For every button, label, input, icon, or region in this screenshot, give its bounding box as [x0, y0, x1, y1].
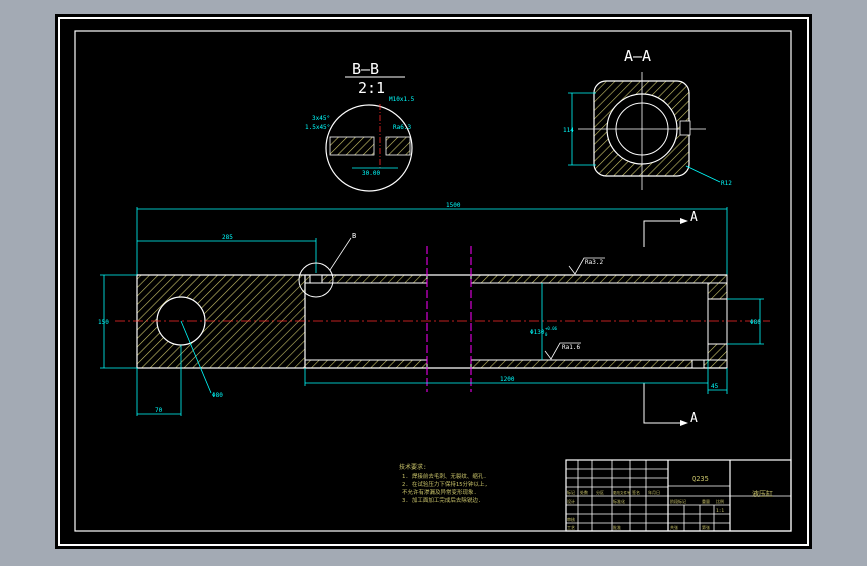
detail-port-b — [309, 274, 323, 284]
section-aa-title: A—A — [624, 47, 651, 65]
outer-border — [58, 17, 809, 546]
section-bb-scale: 2:1 — [358, 79, 385, 97]
title-block-frame — [565, 459, 792, 532]
ra-bottom: Ra1.6 — [562, 344, 580, 351]
dim-bore: Φ130 — [530, 329, 545, 336]
dim-end-length: 45 — [711, 383, 719, 390]
detail-circle-b — [298, 262, 334, 298]
section-bb-dim-width: 30.00 — [362, 170, 380, 177]
title-cell: 审核 — [567, 516, 575, 522]
section-bb-hatch-left — [329, 136, 375, 156]
title-cell: 年月日 — [648, 489, 660, 495]
tube-wall-bottom-left — [304, 359, 428, 369]
title-cell: 共张 — [670, 524, 678, 530]
title-cell: 签名 — [632, 489, 640, 495]
title-part-name: 液压缸 — [752, 489, 773, 498]
dim-hole-dia: Φ80 — [212, 392, 223, 399]
title-cell: 比例 — [716, 498, 724, 504]
title-cell: 设计 — [567, 498, 575, 504]
section-bb-dim-ra: Ra6.3 — [393, 124, 411, 131]
section-aa: A—A 114 R12 — [563, 47, 732, 190]
dim-bore-tol-low: 0 — [545, 332, 548, 337]
ra-top: Ra3.2 — [585, 259, 603, 266]
dim-bore-tol: +0.06 — [545, 326, 558, 331]
section-aa-dim-height: 114 — [563, 127, 574, 134]
main-view: 1500 285 A A B — [98, 202, 770, 426]
section-arrowhead-bottom — [680, 420, 688, 426]
section-aa-dim-radius: R12 — [721, 180, 732, 187]
tube-wall-top-right — [470, 274, 728, 284]
dim-detail-position: 285 — [222, 234, 233, 241]
section-arrow-top — [643, 220, 680, 247]
dim-hole-leader — [180, 320, 212, 394]
title-cell: 第张 — [702, 524, 710, 530]
title-cell: 处数 — [580, 489, 588, 495]
section-arrowhead-top — [680, 218, 688, 224]
title-cell: 标记 — [567, 489, 575, 495]
section-aa-port — [679, 120, 691, 136]
section-bb-detail-circle — [325, 104, 413, 192]
inner-frame — [74, 30, 792, 532]
title-cell: 分区 — [596, 489, 604, 495]
ra-symbol-top — [568, 257, 605, 275]
detail-leader-b — [329, 237, 352, 271]
title-cell: 阶段标记 — [670, 498, 686, 504]
detail-port-right — [691, 359, 705, 369]
title-cell: 批准 — [613, 524, 621, 530]
dim-right-dia: Φ80 — [750, 319, 761, 326]
title-scale: 1:1 — [716, 508, 724, 514]
detail-marker-b: B — [352, 232, 356, 240]
notes-heading: 技术要求: — [399, 463, 427, 471]
section-aa-leader — [685, 165, 721, 183]
technical-notes: 技术要求: 1. 焊接前去毛刺、无裂纹、缩孔. 2. 在试验压力下保持15分钟以… — [399, 463, 488, 504]
dim-bore-length: 1200 — [500, 376, 515, 383]
dim-overall-length: 1500 — [446, 202, 461, 209]
tube-wall-bottom-right — [470, 359, 728, 369]
section-bb-dim-chamfer2: 1.5x45° — [305, 124, 330, 131]
section-bb: B—B 2:1 M10x1.5 3x45° 1.5x45° Ra6.3 30.0… — [305, 60, 415, 192]
title-cell: 工艺 — [567, 525, 575, 530]
notes-item: 不允许有渗漏及异常变形现象. — [402, 488, 477, 496]
section-marker-top: A — [690, 210, 698, 225]
notes-item: 1. 焊接前去毛刺、无裂纹、缩孔. — [402, 472, 487, 480]
section-bb-dim-chamfer1: 3x45° — [312, 115, 330, 122]
ra-symbol-bottom — [544, 342, 581, 360]
dim-hole-offset: 70 — [155, 407, 163, 414]
section-bb-hatch-right — [385, 136, 411, 156]
section-marker-bottom: A — [690, 411, 698, 426]
dim-height: 150 — [98, 319, 109, 326]
title-cell: 重量 — [702, 498, 710, 504]
title-material: Q235 — [692, 475, 709, 483]
notes-item: 2. 在试验压力下保持15分钟以上, — [402, 480, 488, 488]
tube-end-recess — [707, 298, 728, 345]
tube-wall-top-left — [304, 274, 428, 284]
section-arrow-bottom — [643, 383, 680, 424]
title-cell: 标准化 — [613, 498, 625, 504]
section-bb-dim-thread: M10x1.5 — [389, 96, 415, 103]
title-block-text: Q235 液压缸 标记 处数 分区 更改文件号 签名 年月日 设计 标准化 审核… — [567, 475, 773, 530]
notes-item: 3. 加工面加工完成后去除锐边. — [402, 496, 481, 504]
section-bb-title: B—B — [352, 60, 379, 78]
title-cell: 更改文件号 — [613, 490, 631, 495]
title-block — [565, 459, 792, 532]
